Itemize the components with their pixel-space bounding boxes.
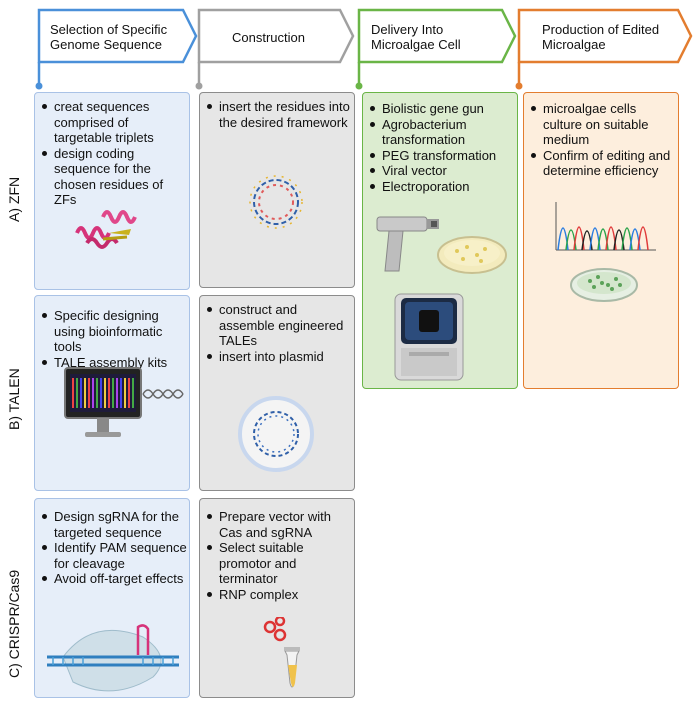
zfn-construction-list: insert the residues into the desired fra… bbox=[207, 99, 352, 130]
list-item: Avoid off-target effects bbox=[42, 571, 187, 587]
header-step-4-label: Production of Edited Microalgae bbox=[542, 22, 660, 52]
chromatogram-icon bbox=[555, 202, 656, 251]
crispr-complex-icon bbox=[47, 624, 179, 692]
list-item: Prepare vector with Cas and sgRNA bbox=[207, 509, 352, 540]
list-item: Design sgRNA for the targeted sequence bbox=[42, 509, 187, 540]
plasmid-icon bbox=[249, 175, 303, 229]
list-item: Confirm of editing and determine efficie… bbox=[531, 148, 677, 179]
plasmid-icon bbox=[238, 396, 314, 472]
row-label-crispr: C) CRISPR/Cas9 bbox=[6, 569, 22, 678]
list-item: creat sequences comprised of targetable … bbox=[42, 99, 187, 146]
list-item: Identify PAM sequence for cleavage bbox=[42, 540, 187, 571]
list-item: TALE assembly kits bbox=[42, 355, 187, 371]
list-item: Viral vector bbox=[370, 163, 516, 179]
header-step-1-label: Selection of Specific Genome Sequence bbox=[50, 22, 168, 52]
list-item: Select suitable promotor and terminator bbox=[207, 540, 352, 587]
list-item: microalgae cells culture on suitable med… bbox=[531, 101, 677, 148]
talen-selection-list: Specific designing using bioinformatic t… bbox=[42, 308, 187, 370]
list-item: Specific designing using bioinformatic t… bbox=[42, 308, 187, 355]
crispr-selection-list: Design sgRNA for the targeted sequence I… bbox=[42, 509, 187, 587]
zfn-construction-panel: insert the residues into the desired fra… bbox=[199, 92, 355, 288]
list-item: Biolistic gene gun bbox=[370, 101, 516, 117]
list-item: PEG transformation bbox=[370, 148, 516, 164]
delivery-panel: Biolistic gene gun Agrobacterium transfo… bbox=[362, 92, 518, 389]
delivery-list: Biolistic gene gun Agrobacterium transfo… bbox=[370, 101, 516, 194]
talen-construction-list: construct and assemble engineered TALEs … bbox=[207, 302, 352, 364]
petri-dish-icon bbox=[570, 268, 638, 302]
list-item: RNP complex bbox=[207, 587, 352, 603]
process-header bbox=[35, 8, 693, 90]
header-step-3-shape bbox=[355, 8, 517, 90]
header-step-2-shape bbox=[195, 8, 355, 90]
protein-structure-icon bbox=[75, 210, 137, 249]
list-item: design coding sequence for the chosen re… bbox=[42, 146, 187, 208]
row-label-talen: B) TALEN bbox=[6, 368, 22, 430]
list-item: Electroporation bbox=[370, 179, 516, 195]
list-item: insert the residues into the desired fra… bbox=[207, 99, 352, 130]
row-label-zfn: A) ZFN bbox=[6, 176, 22, 222]
list-item: insert into plasmid bbox=[207, 349, 352, 365]
list-item: Agrobacterium transformation bbox=[370, 117, 516, 148]
production-panel: microalgae cells culture on suitable med… bbox=[523, 92, 679, 389]
talen-construction-panel: construct and assemble engineered TALEs … bbox=[199, 295, 355, 491]
computer-monitor-icon bbox=[64, 367, 184, 437]
rnp-tube-icon bbox=[263, 617, 300, 688]
list-item: construct and assemble engineered TALEs bbox=[207, 302, 352, 349]
header-step-2-label: Construction bbox=[232, 30, 305, 45]
crispr-construction-panel: Prepare vector with Cas and sgRNA Select… bbox=[199, 498, 355, 698]
talen-selection-panel: Specific designing using bioinformatic t… bbox=[34, 295, 190, 491]
header-step-1-shape bbox=[35, 8, 198, 90]
crispr-construction-list: Prepare vector with Cas and sgRNA Select… bbox=[207, 509, 352, 602]
zfn-selection-list: creat sequences comprised of targetable … bbox=[42, 99, 187, 208]
production-list: microalgae cells culture on suitable med… bbox=[531, 101, 677, 179]
petri-dish-icon bbox=[437, 236, 507, 274]
zfn-selection-panel: creat sequences comprised of targetable … bbox=[34, 92, 190, 290]
electroporator-icon bbox=[394, 293, 464, 381]
crispr-selection-panel: Design sgRNA for the targeted sequence I… bbox=[34, 498, 190, 698]
header-step-3-label: Delivery Into Microalgae Cell bbox=[371, 22, 461, 52]
gene-gun-icon bbox=[376, 216, 439, 272]
header-step-4-shape bbox=[515, 8, 693, 90]
